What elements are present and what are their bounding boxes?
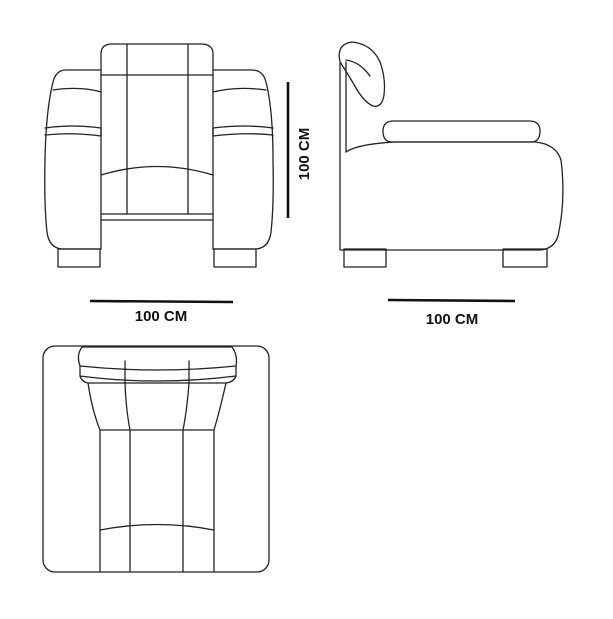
side-headrest	[338, 41, 386, 107]
front-left-arm-cushion	[44, 125, 102, 137]
top-seat-left-edge	[87, 382, 101, 573]
side-back-foot	[343, 248, 387, 268]
front-right-foot	[213, 248, 257, 268]
top-backrest-top	[77, 346, 238, 371]
front-right-arm	[212, 69, 274, 250]
front-view	[44, 43, 274, 268]
front-left-foot	[57, 248, 101, 268]
side-front-foot	[502, 248, 548, 268]
top-seat-left-seam	[124, 382, 131, 573]
top-seat-right-seam	[182, 382, 190, 573]
front-width-label: 100 CM	[135, 308, 188, 325]
top-seat-front-curve	[99, 523, 215, 531]
top-view	[42, 345, 270, 573]
side-depth-dimension-line	[387, 298, 516, 303]
front-left-arm	[44, 69, 102, 250]
side-headrest-seam	[345, 59, 371, 77]
front-right-arm-top-line	[212, 87, 267, 93]
side-depth-label: 100 CM	[426, 311, 479, 328]
front-left-arm-top-line	[52, 87, 102, 93]
top-outline	[42, 345, 270, 573]
side-view	[338, 41, 564, 268]
front-backrest	[100, 43, 214, 250]
front-seat-cushion-top	[100, 165, 214, 176]
top-seat-right-edge	[213, 382, 227, 573]
side-arm-cushion	[382, 120, 541, 143]
front-width-dimension-line	[89, 299, 234, 304]
side-body	[339, 141, 564, 251]
top-backrest-lower	[79, 365, 237, 382]
front-right-arm-cushion	[212, 125, 274, 137]
top-backrest-bottom	[79, 375, 237, 384]
front-height-label: 100 CM	[296, 128, 313, 181]
